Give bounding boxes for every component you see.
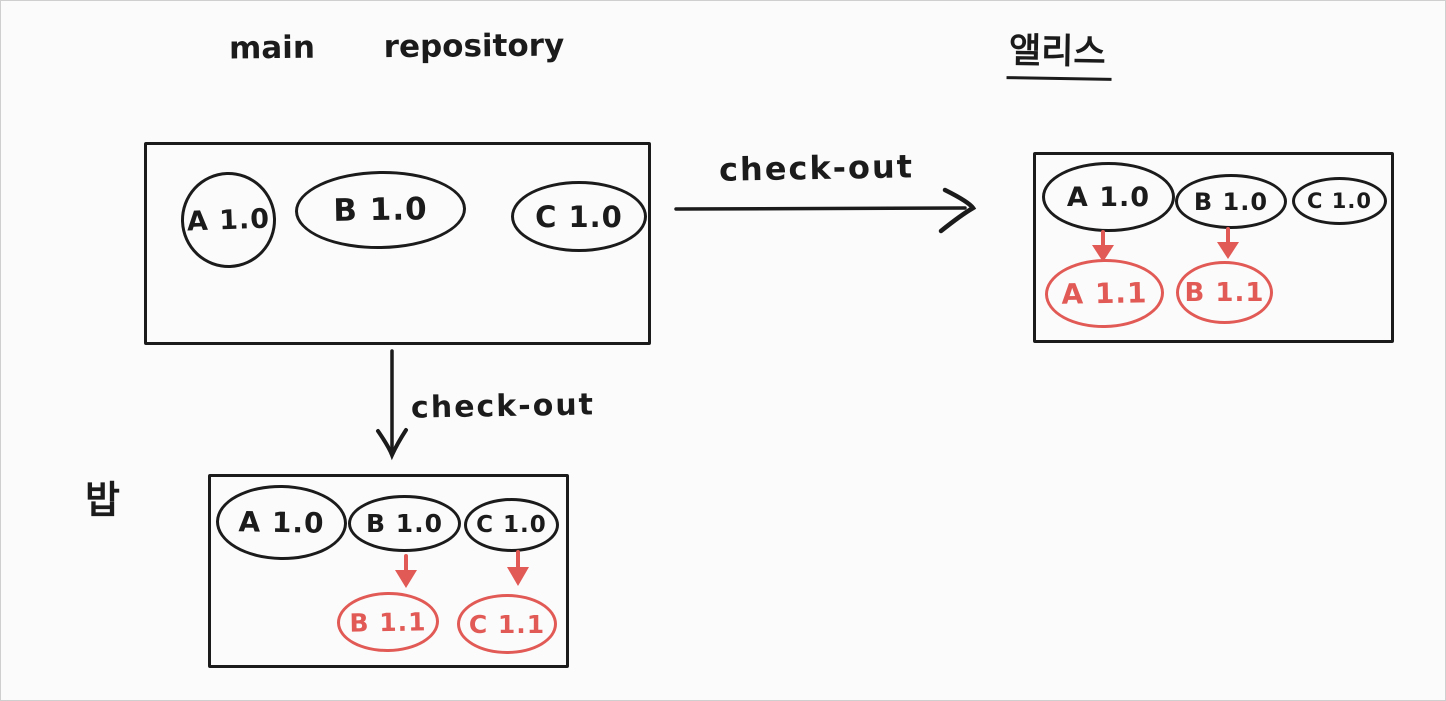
alice-title: 앨리스 bbox=[1006, 22, 1113, 81]
repo-module-b10-label: B 1.0 bbox=[333, 191, 428, 229]
bob-module-a10-ellipse: A 1.0 bbox=[215, 483, 348, 562]
checkout-arrow-down-icon bbox=[376, 349, 408, 461]
checkout-right-label: check-out bbox=[718, 147, 915, 189]
alice-module-b11-label: B 1.1 bbox=[1184, 277, 1265, 308]
bob-update-arrow-b-icon bbox=[395, 554, 417, 588]
checkout-arrow-right-icon bbox=[674, 187, 977, 234]
alice-workspace-box: A 1.0 B 1.0 C 1.0 A 1.1 B 1.1 bbox=[1033, 152, 1394, 343]
alice-update-arrow-b-icon bbox=[1217, 227, 1239, 259]
alice-module-b10-label: B 1.0 bbox=[1193, 187, 1269, 216]
alice-module-b10-ellipse: B 1.0 bbox=[1175, 174, 1287, 229]
repo-module-c10-ellipse: C 1.0 bbox=[511, 181, 647, 252]
bob-module-b10-ellipse: B 1.0 bbox=[348, 495, 461, 552]
checkout-down-label: check-out bbox=[410, 387, 596, 426]
alice-module-b11-ellipse: B 1.1 bbox=[1176, 261, 1273, 324]
bob-title: 밥 bbox=[85, 478, 120, 522]
bob-module-b10-label: B 1.0 bbox=[365, 509, 444, 538]
alice-module-a11-label: A 1.1 bbox=[1061, 276, 1148, 311]
bob-update-arrow-c-icon bbox=[507, 550, 529, 586]
repo-module-a10-ellipse: A 1.0 bbox=[179, 170, 278, 270]
bob-module-c11-label: C 1.1 bbox=[468, 609, 546, 639]
main-repository-title: main repository bbox=[228, 27, 565, 67]
bob-module-b11-label: B 1.1 bbox=[349, 606, 427, 638]
bob-module-b11-ellipse: B 1.1 bbox=[336, 591, 440, 653]
repo-module-c10-label: C 1.0 bbox=[535, 199, 623, 234]
bob-module-c10-label: C 1.0 bbox=[476, 512, 547, 538]
main-repository-box: A 1.0 B 1.0 C 1.0 bbox=[144, 142, 651, 345]
bob-module-c10-ellipse: C 1.0 bbox=[464, 498, 559, 552]
alice-update-arrow-a-icon bbox=[1092, 230, 1114, 262]
repo-module-a10-label: A 1.0 bbox=[186, 203, 271, 237]
bob-workspace-box: A 1.0 B 1.0 C 1.0 B 1.1 C 1.1 bbox=[208, 474, 569, 668]
bob-module-c11-ellipse: C 1.1 bbox=[457, 594, 557, 654]
alice-module-a10-label: A 1.0 bbox=[1066, 181, 1151, 213]
alice-module-a11-ellipse: A 1.1 bbox=[1044, 257, 1165, 330]
repo-module-b10-ellipse: B 1.0 bbox=[294, 169, 467, 251]
alice-module-c10-label: C 1.0 bbox=[1307, 189, 1372, 213]
alice-module-c10-ellipse: C 1.0 bbox=[1292, 177, 1387, 225]
alice-module-a10-ellipse: A 1.0 bbox=[1042, 162, 1175, 232]
bob-module-a10-label: A 1.0 bbox=[238, 505, 325, 540]
